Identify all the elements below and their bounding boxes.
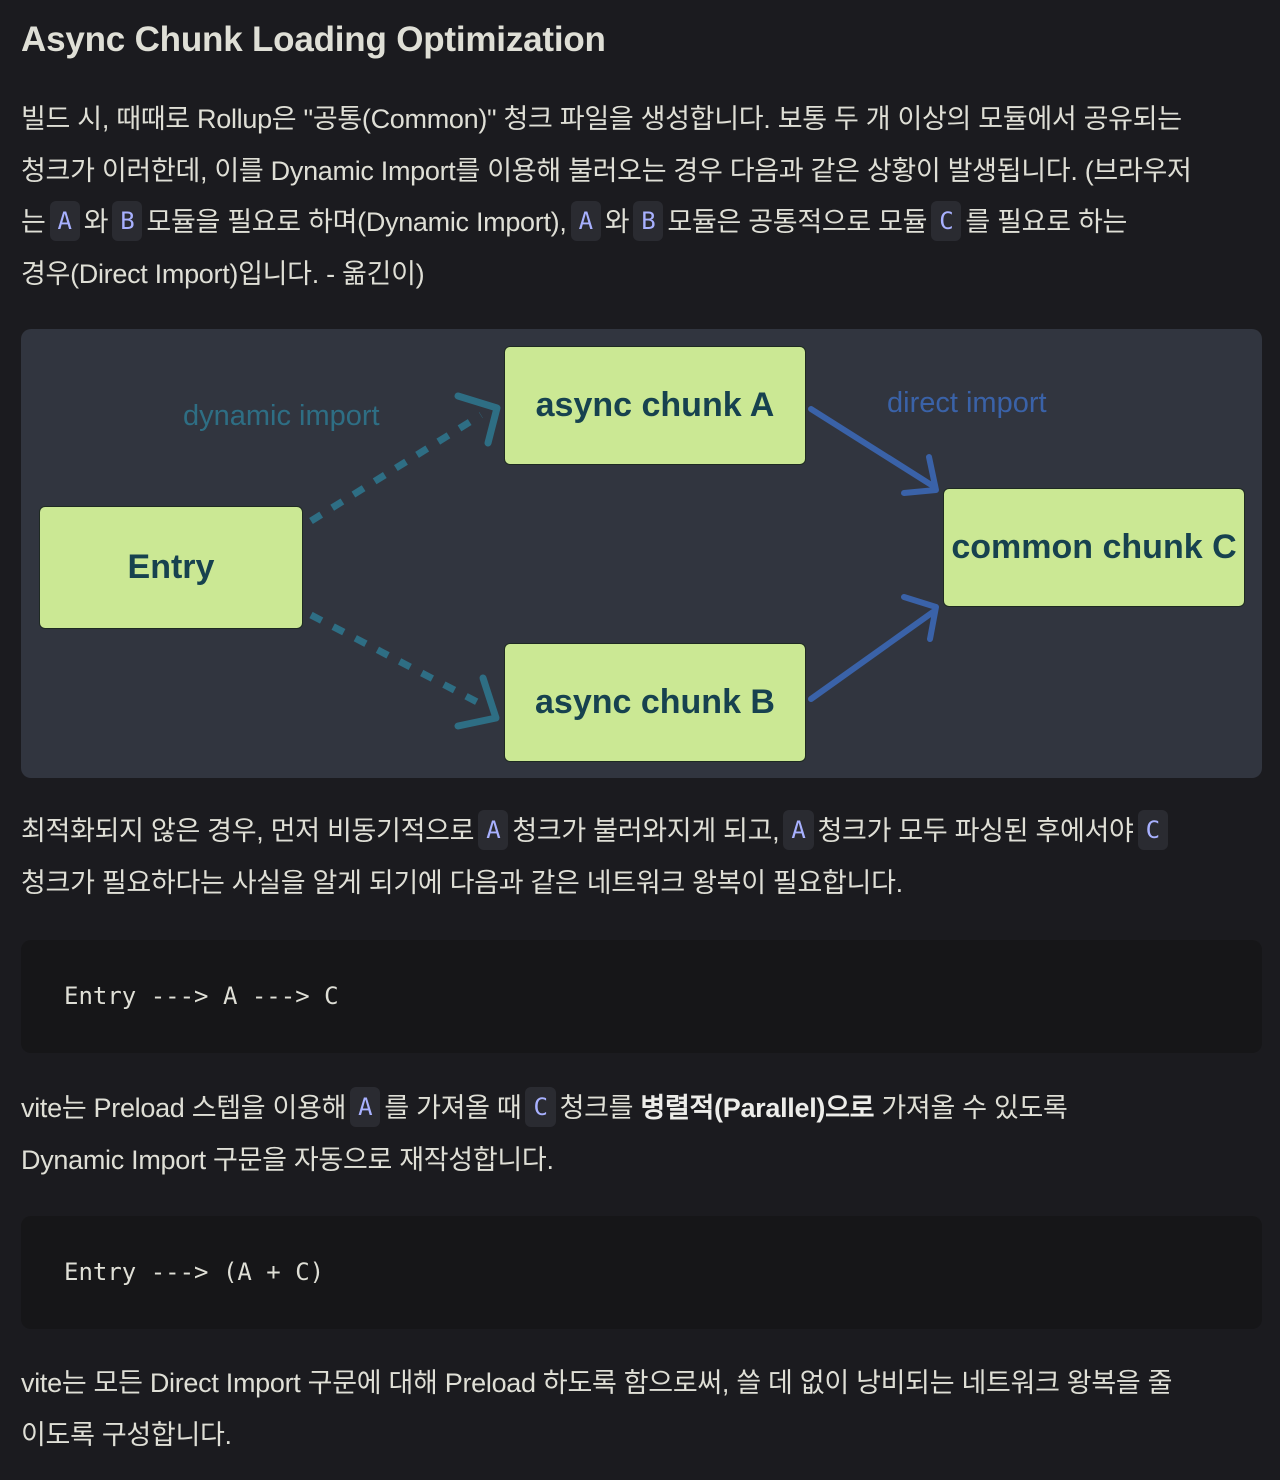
inline-code-a: A xyxy=(478,810,509,850)
intro-line-1: 빌드 시, 때때로 Rollup은 "공통(Common)" 청크 파일을 생성… xyxy=(21,104,1182,134)
dynamic-import-arrow-to-a xyxy=(309,392,501,524)
diagram-arrows xyxy=(309,392,939,730)
code-block-parallel: Entry ---> (A + C) xyxy=(21,1216,1262,1329)
inline-code-b: B xyxy=(633,201,664,241)
intro-line-4: 경우(Direct Import)입니다. - 옮긴이) xyxy=(21,258,425,289)
intro-line-2: 청크가 이러한데, 이를 Dynamic Import를 이용해 불러오는 경우… xyxy=(21,155,1192,186)
common-chunk-c-node: common chunk C xyxy=(943,488,1245,607)
dynamic-import-label: dynamic import xyxy=(183,400,380,432)
section-heading: Async Chunk Loading Optimization xyxy=(21,20,606,59)
inline-code-a: A xyxy=(49,201,80,241)
async-chunk-b-node: async chunk B xyxy=(504,643,806,762)
intro-paragraph: 빌드 시, 때때로 Rollup은 "공통(Common)" 청크 파일을 생성… xyxy=(21,94,1259,300)
inline-code-a: A xyxy=(783,810,814,850)
async-chunk-a-node: async chunk A xyxy=(504,346,806,465)
entry-node: Entry xyxy=(39,506,303,629)
code-block-sequential: Entry ---> A ---> C xyxy=(21,940,1262,1053)
inline-code-a: A xyxy=(350,1087,381,1127)
inline-code-c: C xyxy=(1137,810,1168,850)
conclusion-paragraph: vite는 모든 Direct Import 구문에 대해 Preload 하도… xyxy=(21,1368,1173,1450)
direct-import-arrow-from-a xyxy=(808,406,939,496)
inline-code-b: B xyxy=(112,201,143,241)
inline-code-c: C xyxy=(525,1087,556,1127)
parallel-emphasis: 병렬적(Parallel)으로 xyxy=(640,1093,875,1123)
direct-import-label: direct import xyxy=(887,387,1047,419)
direct-import-arrow-from-b xyxy=(808,594,939,702)
chunk-loading-diagram: dynamic import direct import Entry async… xyxy=(21,329,1262,778)
dynamic-import-arrow-to-b xyxy=(309,611,500,730)
inline-code-c: C xyxy=(931,201,962,241)
inline-code-a: A xyxy=(570,201,601,241)
